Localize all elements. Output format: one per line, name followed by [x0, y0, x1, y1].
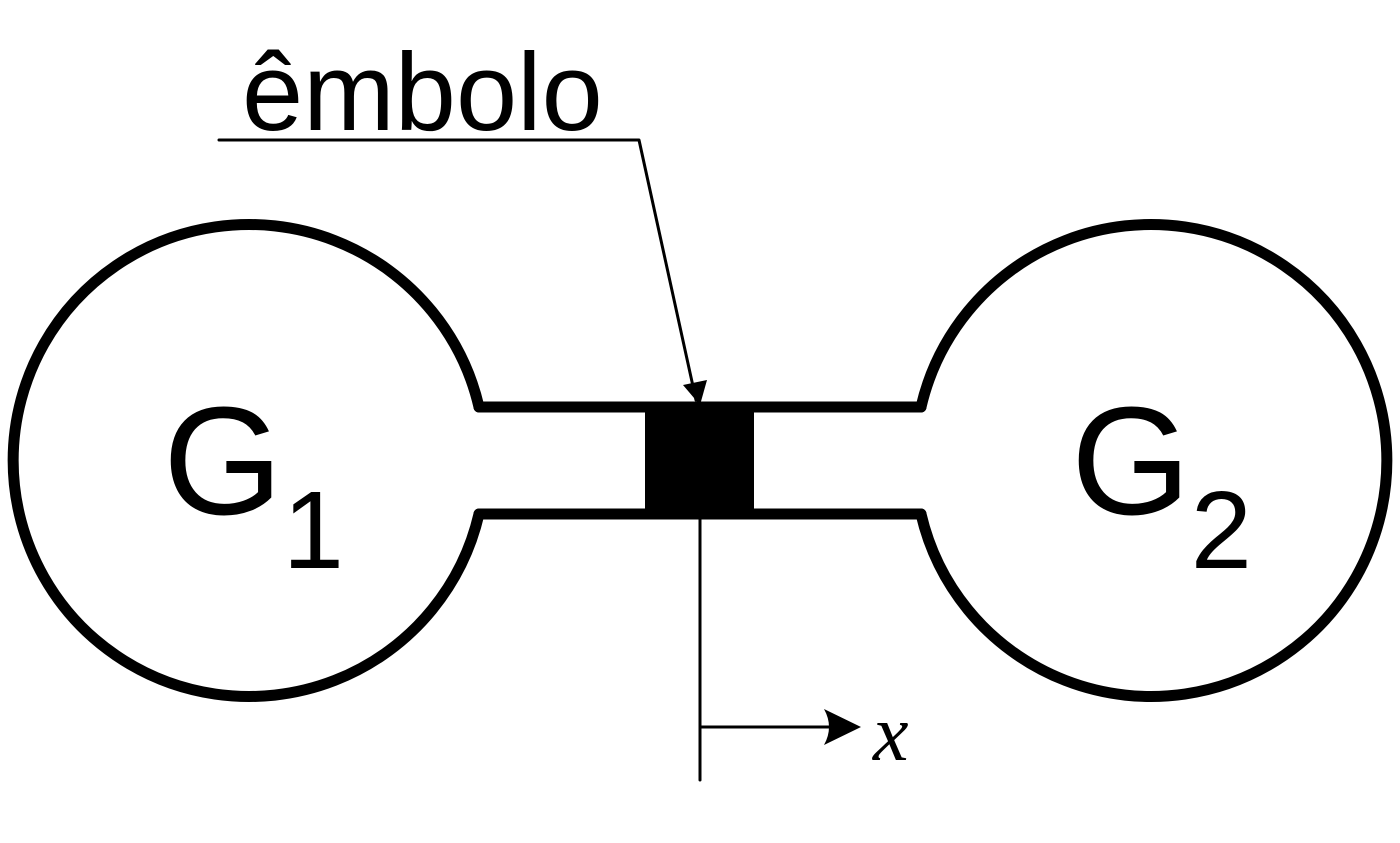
piston-leader-line: [217, 138, 698, 402]
x-axis-label: x: [872, 690, 909, 778]
right-vessel-outline: [915, 219, 1393, 702]
gas-right-letter: G: [1071, 375, 1191, 547]
gas-left-label: G1: [163, 375, 344, 592]
piston: [645, 407, 754, 514]
gas-left-letter: G: [163, 375, 283, 547]
piston-label: êmbolo: [242, 31, 603, 154]
gas-right-subscript: 2: [1191, 469, 1252, 592]
left-vessel-outline: [7, 219, 485, 702]
gas-left-subscript: 1: [283, 469, 344, 592]
piston-leader-arrowhead: [683, 380, 707, 405]
x-axis-arrowhead: [824, 709, 861, 745]
gas-right-label: G2: [1071, 375, 1252, 592]
